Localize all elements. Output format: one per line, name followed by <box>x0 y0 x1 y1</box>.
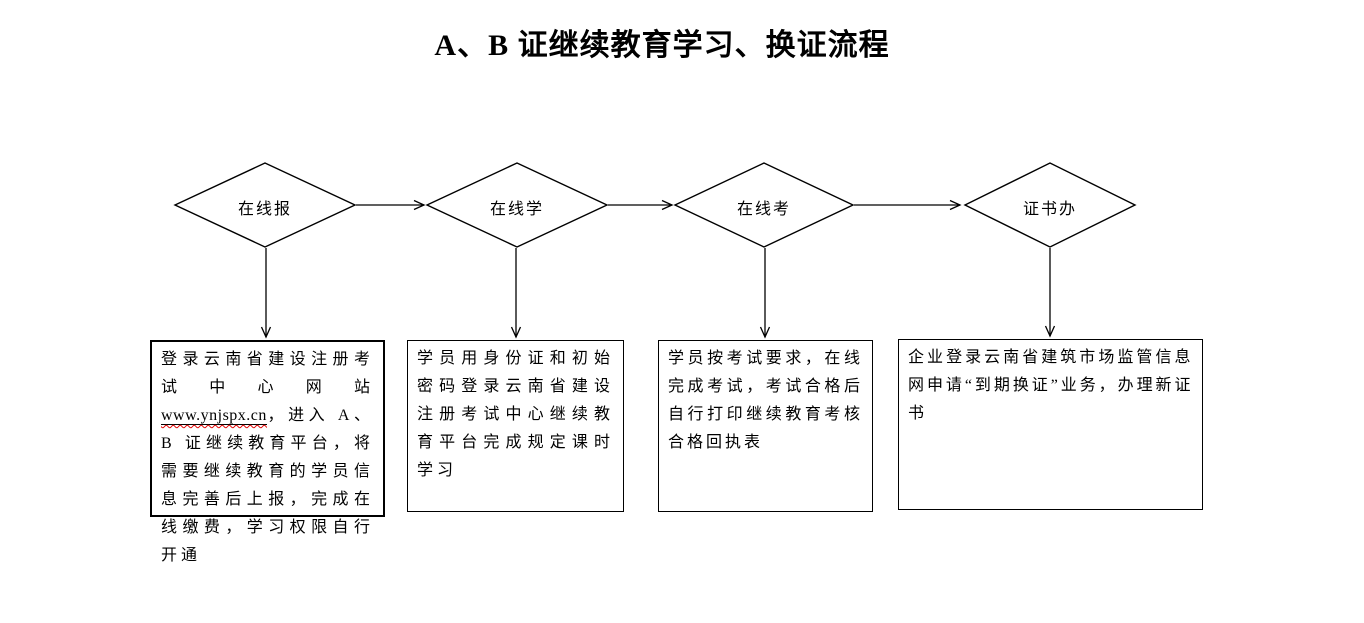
detail-box-certificate-process: 企业登录云南省建筑市场监管信息网申请“到期换证”业务，办理新证书 <box>898 339 1203 510</box>
diamond-certificate-process <box>963 162 1137 248</box>
detail-box-learn-text: 学员用身份证和初始密码登录云南省建设注册考试中心继续教育平台完成规定课时学习 <box>417 350 614 479</box>
detail-box-register-text-pre: 登录云南省建设注册考试中心网站 <box>161 351 374 396</box>
detail-box-exam-text: 学员按考试要求，在线完成考试，考试合格后自行打印继续教育考核合格回执表 <box>668 350 863 451</box>
detail-box-register-text-post: ，进入 A、B 证继续教育平台，将需要继续教育的学员信息完善后上报，完成在线缴费… <box>161 407 374 564</box>
diamond-online-register <box>173 162 357 248</box>
detail-box-online-register: 登录云南省建设注册考试中心网站 www.ynjspx.cn，进入 A、B 证继续… <box>150 340 385 564</box>
diamond-online-exam <box>673 162 855 248</box>
diamond-label-online-exam: 在线考 <box>736 201 791 218</box>
diamond-label-certificate-process: 证书办 <box>1022 201 1077 218</box>
page-title: A、B 证继续教育学习、换证流程 <box>434 29 890 62</box>
diamond-online-learn <box>425 162 609 248</box>
detail-box-certificate-text: 企业登录云南省建筑市场监管信息网申请“到期换证”业务，办理新证书 <box>908 349 1193 422</box>
diamond-label-online-register: 在线报 <box>237 201 292 218</box>
detail-box-online-exam: 学员按考试要求，在线完成考试，考试合格后自行打印继续教育考核合格回执表 <box>658 340 873 512</box>
diamond-label-online-learn: 在线学 <box>489 201 544 218</box>
registration-site-url[interactable]: www.ynjspx.cn <box>161 407 267 425</box>
detail-box-online-learn: 学员用身份证和初始密码登录云南省建设注册考试中心继续教育平台完成规定课时学习 <box>407 340 624 512</box>
